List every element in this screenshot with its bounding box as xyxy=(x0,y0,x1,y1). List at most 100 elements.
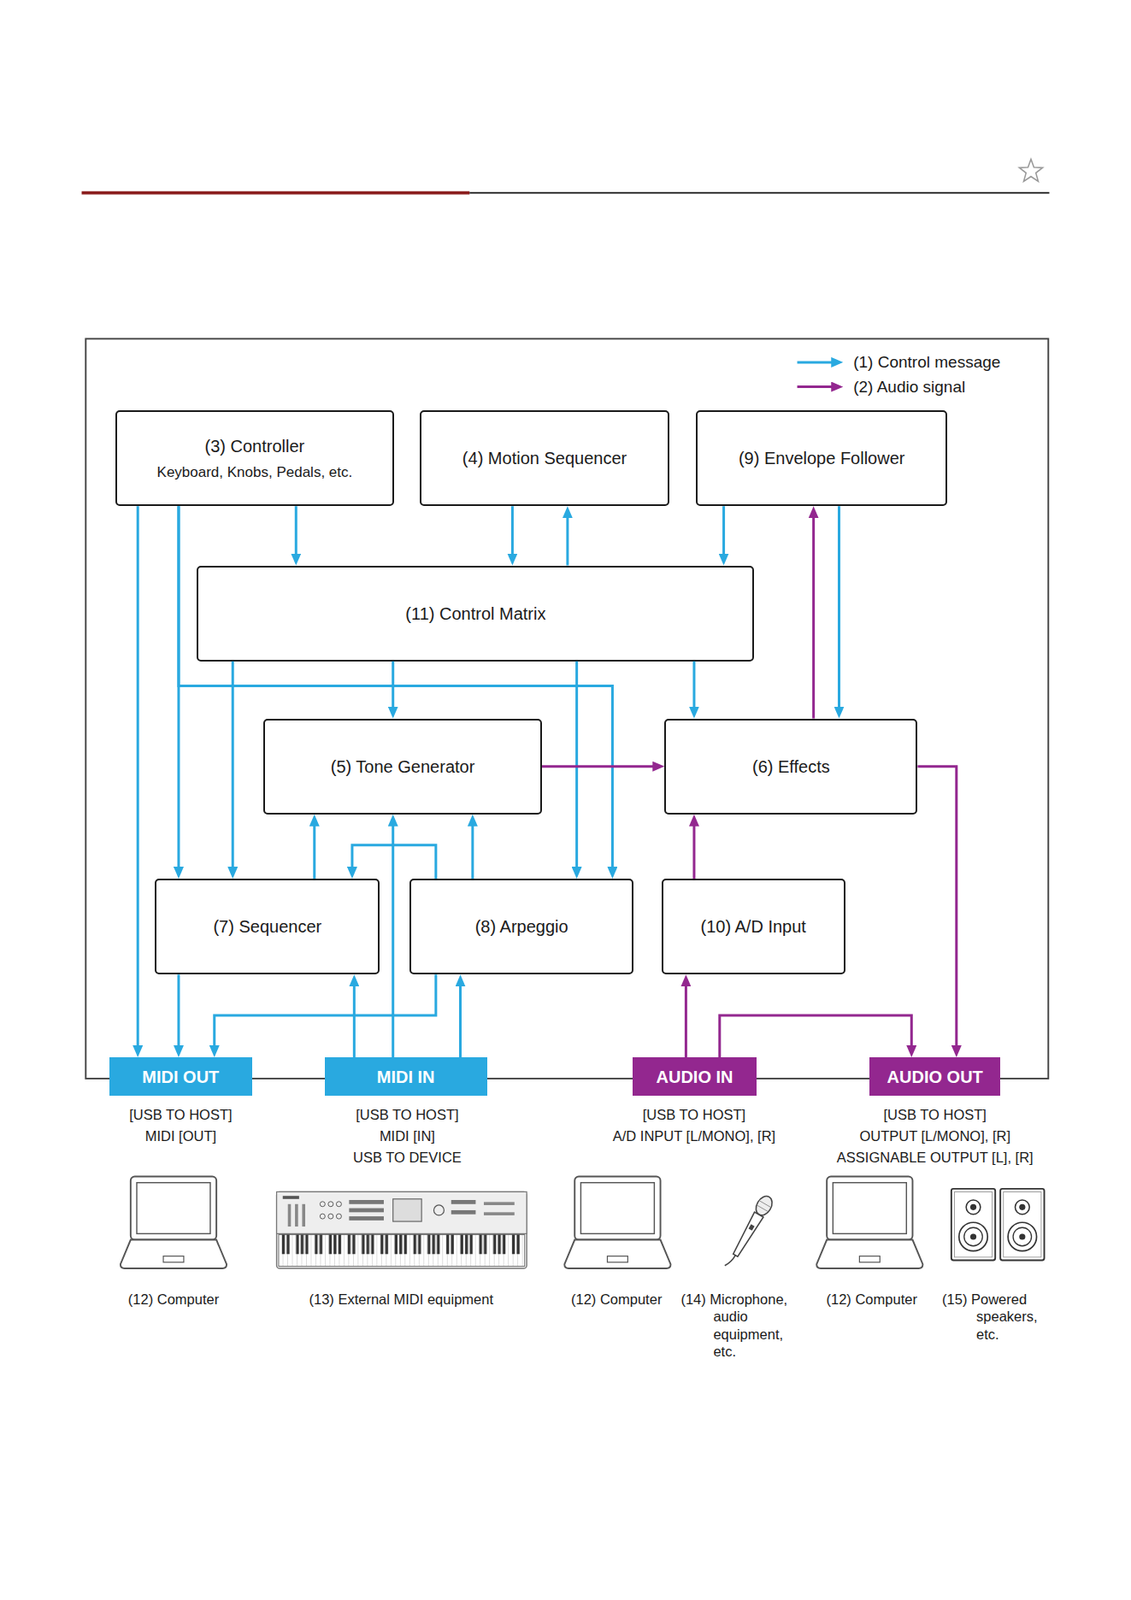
control-message-arrow xyxy=(176,974,180,1053)
dial xyxy=(433,1205,444,1216)
speaker-cabinet xyxy=(951,1189,996,1261)
control-message-arrow xyxy=(353,979,356,1058)
block-title: AUDIO IN xyxy=(656,1066,734,1088)
audio-signal-arrow xyxy=(541,765,660,768)
port-name: [USB TO HOST] xyxy=(642,1106,746,1125)
fader xyxy=(301,1204,306,1227)
block-title: (3) Controller xyxy=(205,435,306,457)
port-name: USB TO DEVICE xyxy=(353,1148,462,1167)
port-name: ASSIGNABLE OUTPUT [L], [R] xyxy=(836,1148,1034,1167)
keyboard-illustration xyxy=(276,1191,528,1269)
mic-grille xyxy=(759,1201,771,1208)
woofer-cap xyxy=(970,1233,977,1240)
control-message-arrow xyxy=(214,974,436,1053)
microphone-illustration xyxy=(722,1193,776,1272)
mic-cable xyxy=(724,1253,736,1268)
block-box: (5) Tone Generator xyxy=(263,718,542,815)
control-message-arrow xyxy=(178,506,613,874)
computer-icon xyxy=(564,1177,671,1269)
control-message-arrow xyxy=(722,506,725,560)
knob xyxy=(328,1201,334,1208)
block-box: (9) Envelope Follower xyxy=(695,410,948,507)
block-box: (8) Arpeggio xyxy=(409,878,635,975)
device-caption: (14) Microphone, audio equipment, etc. xyxy=(680,1290,803,1361)
device-caption: (13) External MIDI equipment xyxy=(308,1290,494,1309)
block-box: (10) A/D Input xyxy=(661,878,846,975)
button-row xyxy=(348,1208,384,1214)
button-row xyxy=(348,1200,384,1205)
block-title: MIDI IN xyxy=(377,1066,436,1088)
control-message-arrow xyxy=(231,661,235,874)
tweeter xyxy=(1014,1200,1030,1215)
woofer xyxy=(959,1222,988,1251)
port-band: MIDI OUT xyxy=(109,1057,253,1096)
port-band: AUDIO IN xyxy=(632,1057,756,1096)
keyboard-logo xyxy=(282,1195,300,1200)
block-title: (5) Tone Generator xyxy=(330,756,476,778)
control-message-arrow xyxy=(391,819,395,1058)
legend-arrow-sample xyxy=(797,385,839,389)
speaker-bezel xyxy=(1003,1191,1042,1257)
audio-signal-arrow xyxy=(692,819,696,879)
display xyxy=(393,1199,422,1222)
control-message-arrow xyxy=(294,506,298,560)
tweeter xyxy=(966,1200,981,1215)
header-rule xyxy=(469,192,1049,195)
knob xyxy=(319,1201,325,1208)
mic-handle xyxy=(730,1212,764,1259)
device-caption: (12) Computer xyxy=(826,1290,918,1309)
port-band: MIDI IN xyxy=(324,1057,488,1096)
mic-switch xyxy=(748,1224,755,1232)
block-box: (4) Motion Sequencer xyxy=(419,410,671,507)
system-frame xyxy=(85,338,1049,1079)
control-message-arrow xyxy=(352,845,436,879)
port-band: AUDIO OUT xyxy=(869,1057,1001,1096)
audio-signal-arrow xyxy=(719,1015,912,1058)
speaker-cabinet xyxy=(1000,1189,1044,1261)
control-message-arrow xyxy=(565,511,569,566)
control-message-arrow xyxy=(312,819,316,879)
knob xyxy=(335,1213,342,1220)
keyboard-panel xyxy=(276,1191,528,1234)
computer-icon xyxy=(816,1177,923,1269)
block-title: AUDIO OUT xyxy=(887,1066,984,1088)
button-row xyxy=(348,1216,384,1221)
block-title: (4) Motion Sequencer xyxy=(462,447,627,469)
control-message-arrow xyxy=(176,506,180,874)
control-message-arrow xyxy=(575,661,578,874)
fader xyxy=(294,1204,299,1227)
fader xyxy=(288,1204,292,1227)
block-title: (8) Arpeggio xyxy=(475,916,569,937)
knob xyxy=(319,1213,325,1220)
port-name: [USB TO HOST] xyxy=(883,1106,987,1125)
block-title: (7) Sequencer xyxy=(212,916,322,937)
knob xyxy=(335,1201,342,1208)
woofer-cap xyxy=(1019,1233,1025,1240)
block-subtitle: Keyboard, Knobs, Pedals, etc. xyxy=(157,463,354,482)
speaker-bezel xyxy=(954,1191,992,1257)
computer-icon xyxy=(120,1177,227,1269)
button-row xyxy=(483,1212,515,1216)
port-name: OUTPUT [L/MONO], [R] xyxy=(859,1127,1011,1146)
audio-signal-arrow xyxy=(917,766,956,1053)
speaker-illustration xyxy=(951,1189,1045,1261)
legend-text: (2) Audio signal xyxy=(853,377,966,397)
block-box: (7) Sequencer xyxy=(154,878,380,975)
woofer xyxy=(1007,1222,1037,1251)
block-title: MIDI OUT xyxy=(141,1066,219,1088)
device-caption: (12) Computer xyxy=(571,1290,662,1309)
knob xyxy=(328,1213,334,1220)
woofer-cone xyxy=(964,1227,983,1246)
button-row xyxy=(451,1200,477,1205)
header-rule-accent xyxy=(82,191,471,195)
block-title: (6) Effects xyxy=(752,756,831,778)
device-caption: (12) Computer xyxy=(128,1290,219,1309)
tweeter-dome xyxy=(970,1204,977,1211)
port-name: MIDI [OUT] xyxy=(145,1127,217,1146)
white-keys xyxy=(278,1235,525,1267)
control-message-arrow xyxy=(459,979,462,1058)
block-title: (9) Envelope Follower xyxy=(738,447,906,469)
